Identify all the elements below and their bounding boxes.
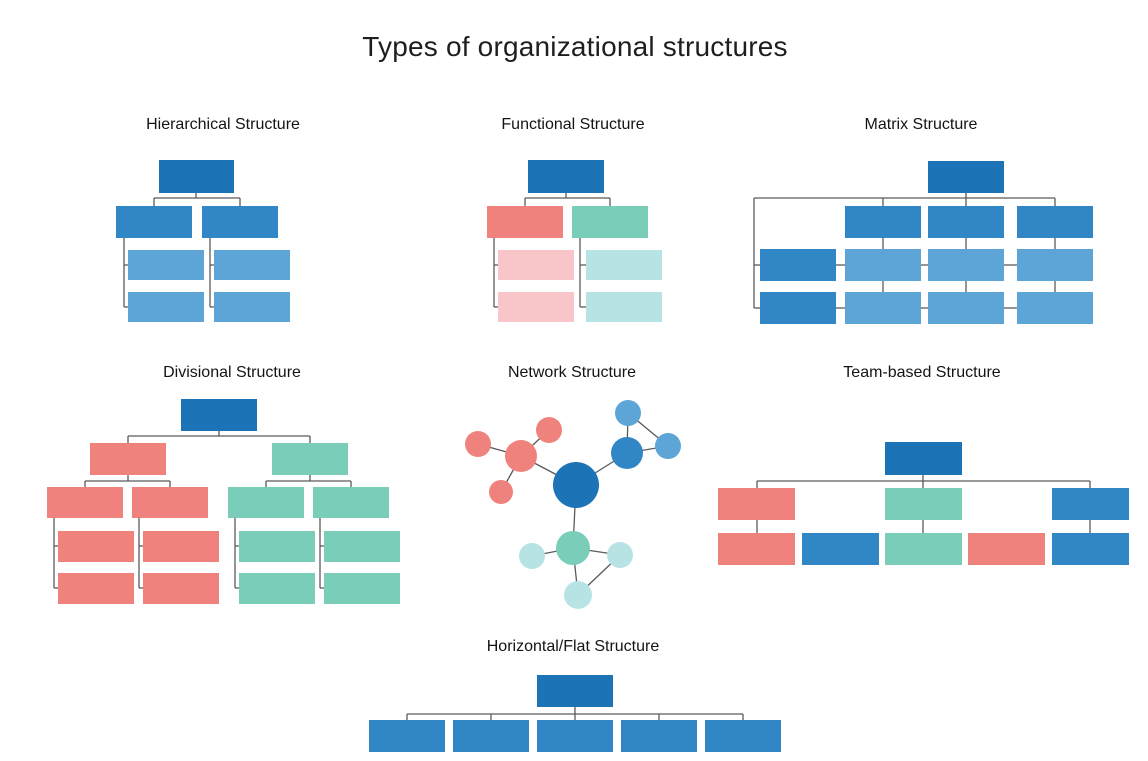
functional-org-box: [586, 292, 662, 322]
matrix-org-box: [1017, 206, 1093, 238]
functional-org-box: [498, 250, 574, 280]
panel-label-team-based: Team-based Structure: [843, 364, 1001, 381]
matrix-org-box: [1017, 292, 1093, 324]
matrix-org-box: [1017, 249, 1093, 281]
hierarchical-org-box: [128, 250, 204, 280]
horizontal_flat-org-box: [369, 720, 445, 752]
network-network-node: [611, 437, 643, 469]
panel-label-matrix: Matrix Structure: [864, 116, 978, 133]
horizontal_flat-org-box: [537, 720, 613, 752]
team_based-org-box: [1052, 533, 1129, 565]
panel-label-functional: Functional Structure: [501, 116, 645, 133]
network-network-node: [519, 543, 545, 569]
team_based-org-box: [802, 533, 879, 565]
functional-org-box: [498, 292, 574, 322]
network-network-node: [564, 581, 592, 609]
functional-org-box: [572, 206, 648, 238]
network-network-node: [536, 417, 562, 443]
hierarchical-org-box: [159, 160, 234, 193]
matrix-org-box: [928, 161, 1004, 193]
divisional-org-box: [90, 443, 166, 475]
team_based-org-box: [885, 442, 962, 475]
horizontal_flat-org-box: [453, 720, 529, 752]
hierarchical-org-box: [202, 206, 278, 238]
team_based-org-box: [885, 533, 962, 565]
hierarchical-org-box: [116, 206, 192, 238]
divisional-org-box: [239, 531, 315, 562]
functional-org-box: [487, 206, 563, 238]
matrix-org-box: [928, 292, 1004, 324]
network-network-node: [489, 480, 513, 504]
team_based-org-box: [718, 533, 795, 565]
team_based-org-box: [1052, 488, 1129, 520]
divisional-org-box: [47, 487, 123, 518]
panel-label-network: Network Structure: [507, 364, 637, 381]
divisional-org-box: [228, 487, 304, 518]
divisional-org-box: [313, 487, 389, 518]
hierarchical-org-box: [214, 250, 290, 280]
divisional-org-box: [58, 531, 134, 562]
panel-label-hierarchical: Hierarchical Structure: [146, 116, 300, 133]
panel-label-divisional: Divisional Structure: [163, 364, 301, 381]
divisional-org-box: [58, 573, 134, 604]
horizontal_flat-org-box: [705, 720, 781, 752]
matrix-org-box: [928, 249, 1004, 281]
matrix-org-box: [845, 249, 921, 281]
team_based-org-box: [968, 533, 1045, 565]
page-title: Types of organizational structures: [362, 31, 788, 62]
horizontal_flat-org-box: [537, 675, 613, 707]
functional-org-box: [586, 250, 662, 280]
network-network-node: [465, 431, 491, 457]
matrix-org-box: [928, 206, 1004, 238]
matrix-org-box: [845, 206, 921, 238]
horizontal_flat-org-box: [621, 720, 697, 752]
matrix-org-box: [760, 292, 836, 324]
divisional-org-box: [132, 487, 208, 518]
functional-org-box: [528, 160, 604, 193]
network-network-node: [505, 440, 537, 472]
matrix-org-box: [845, 292, 921, 324]
hierarchical-org-box: [214, 292, 290, 322]
divisional-org-box: [239, 573, 315, 604]
divisional-org-box: [143, 573, 219, 604]
matrix-org-box: [760, 249, 836, 281]
team_based-org-box: [885, 488, 962, 520]
network-network-node: [553, 462, 599, 508]
divisional-org-box: [324, 531, 400, 562]
network-network-node: [655, 433, 681, 459]
hierarchical-org-box: [128, 292, 204, 322]
panel-label-horizontal-flat: Horizontal/Flat Structure: [486, 638, 660, 655]
divisional-org-box: [324, 573, 400, 604]
team_based-org-box: [718, 488, 795, 520]
divisional-org-box: [181, 399, 257, 431]
network-network-node: [615, 400, 641, 426]
network-network-node: [556, 531, 590, 565]
network-network-node: [607, 542, 633, 568]
divisional-org-box: [143, 531, 219, 562]
divisional-org-box: [272, 443, 348, 475]
